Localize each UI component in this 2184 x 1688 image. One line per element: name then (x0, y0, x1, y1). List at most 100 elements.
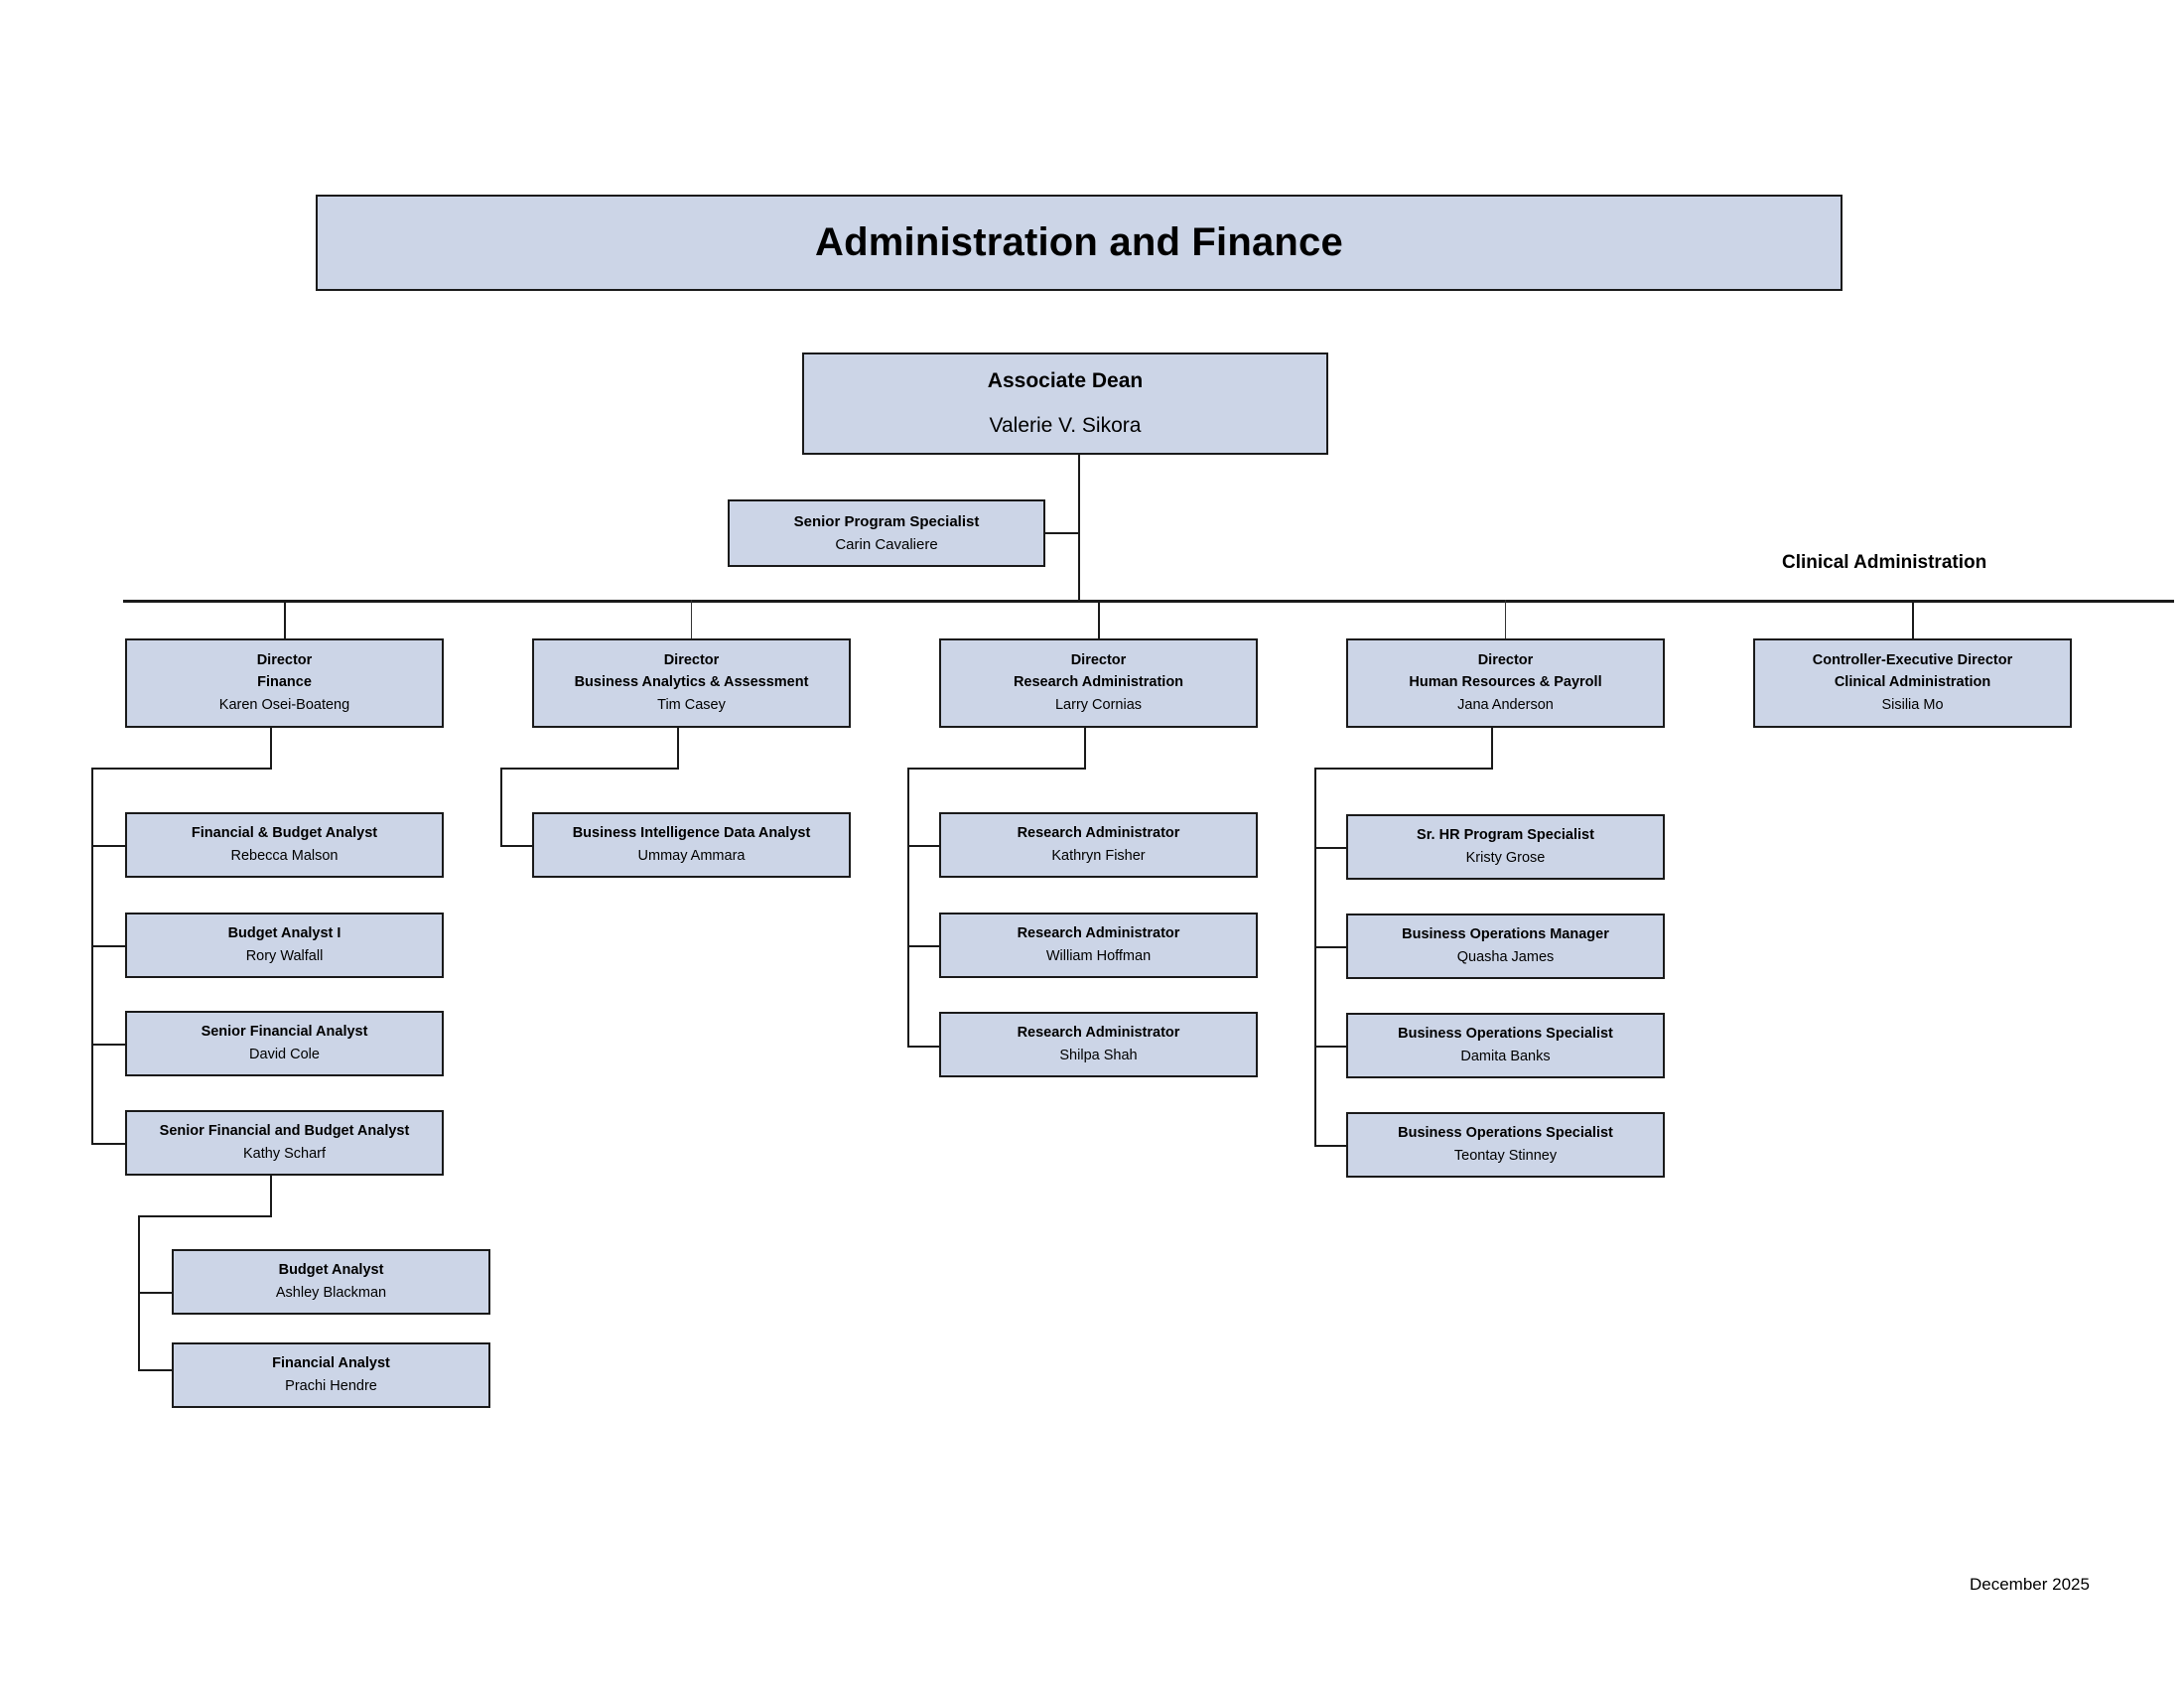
node-title: Director (663, 652, 720, 669)
connector-hr-stub-3 (1314, 1046, 1350, 1048)
node-title: Business Operations Manager (1402, 926, 1609, 943)
node-associate-dean[interactable]: Associate Dean Valerie V. Sikora (802, 352, 1328, 455)
node-title: Business Operations Specialist (1398, 1026, 1613, 1043)
node-director-business-analytics[interactable]: Director Business Analytics & Assessment… (532, 638, 851, 728)
connector-hr-stem (1491, 728, 1493, 770)
node-title: Financial & Budget Analyst (191, 825, 378, 842)
node-unit: Clinical Administration (1834, 674, 1991, 691)
node-research-administrator-3[interactable]: Research Administrator Shilpa Shah (939, 1012, 1258, 1077)
connector-scharf-elbow (138, 1215, 272, 1217)
node-title: Financial Analyst (272, 1355, 390, 1372)
node-unit: Research Administration (1013, 674, 1184, 691)
node-person-name: Kathy Scharf (242, 1145, 326, 1162)
node-person-name: Damita Banks (1460, 1048, 1551, 1064)
node-title: Senior Program Specialist (793, 512, 980, 530)
node-senior-financial-analyst[interactable]: Senior Financial Analyst David Cole (125, 1011, 444, 1076)
connector-finance-stub-3 (91, 1044, 127, 1046)
connector-finance-stub-2 (91, 945, 127, 947)
node-business-operations-specialist-1[interactable]: Business Operations Specialist Damita Ba… (1346, 1013, 1665, 1078)
node-title: Budget Analyst (278, 1262, 384, 1279)
connector-hr-elbow (1314, 768, 1493, 770)
node-person-name: Rebecca Malson (230, 847, 339, 864)
node-business-operations-manager[interactable]: Business Operations Manager Quasha James (1346, 914, 1665, 979)
node-person-name: Karen Osei-Boateng (218, 696, 350, 713)
node-person-name: Quasha James (1456, 948, 1555, 965)
node-person-name: Prachi Hendre (285, 1377, 377, 1394)
node-title: Associate Dean (987, 368, 1144, 392)
connector-ba-spine (500, 768, 502, 847)
connector-hr-spine (1314, 768, 1316, 1147)
node-title: Sr. HR Program Specialist (1417, 827, 1594, 844)
connector-research-stem (1084, 728, 1086, 770)
node-unit: Finance (257, 674, 312, 691)
node-director-human-resources[interactable]: Director Human Resources & Payroll Jana … (1346, 638, 1665, 728)
connector-research-stub-2 (907, 945, 943, 947)
node-person-name: Rory Walfall (245, 947, 324, 964)
node-person-name: Sisilia Mo (1881, 696, 1944, 713)
node-person-name: Kathryn Fisher (1051, 847, 1146, 864)
connector-ba-stub-1 (500, 845, 536, 847)
node-financial-analyst[interactable]: Financial Analyst Prachi Hendre (172, 1342, 490, 1408)
node-title: Budget Analyst I (227, 925, 341, 942)
node-research-administrator-1[interactable]: Research Administrator Kathryn Fisher (939, 812, 1258, 878)
node-budget-analyst-i[interactable]: Budget Analyst I Rory Walfall (125, 913, 444, 978)
node-person-name: Kristy Grose (1465, 849, 1546, 866)
group-label-clinical-administration: Clinical Administration (1782, 552, 1987, 573)
node-title: Senior Financial and Budget Analyst (159, 1123, 410, 1140)
node-business-intelligence-data-analyst[interactable]: Business Intelligence Data Analyst Ummay… (532, 812, 851, 878)
connector-hr-stub-2 (1314, 946, 1350, 948)
connector-scharf-stub-2 (138, 1369, 174, 1371)
node-research-administrator-2[interactable]: Research Administrator William Hoffman (939, 913, 1258, 978)
node-director-research-administration[interactable]: Director Research Administration Larry C… (939, 638, 1258, 728)
node-person-name: Teontay Stinney (1453, 1147, 1558, 1164)
connector-research-stub-1 (907, 845, 943, 847)
node-title: Senior Financial Analyst (201, 1024, 368, 1041)
node-sr-hr-program-specialist[interactable]: Sr. HR Program Specialist Kristy Grose (1346, 814, 1665, 880)
connector-scharf-stem (270, 1176, 272, 1217)
connector-dean-assistant (1045, 532, 1080, 534)
node-person-name: Jana Anderson (1457, 696, 1554, 713)
node-business-operations-specialist-2[interactable]: Business Operations Specialist Teontay S… (1346, 1112, 1665, 1178)
chart-header-box: Administration and Finance (316, 195, 1843, 291)
connector-finance-stem (270, 728, 272, 770)
node-person-name: Carin Cavaliere (835, 535, 938, 553)
node-person-name: Tim Casey (657, 696, 726, 713)
connector-drop-finance (284, 600, 286, 640)
connector-hr-stub-1 (1314, 847, 1350, 849)
node-person-name: William Hoffman (1045, 947, 1152, 964)
connector-director-bus (123, 600, 2174, 603)
node-title: Director (1070, 652, 1127, 669)
node-senior-program-specialist[interactable]: Senior Program Specialist Carin Cavalier… (728, 499, 1045, 567)
node-unit: Business Analytics & Assessment (574, 674, 809, 691)
connector-finance-stub-4 (91, 1143, 127, 1145)
node-title: Controller-Executive Director (1812, 652, 2013, 669)
connector-finance-spine (91, 768, 93, 1145)
connector-drop-clinical (1912, 600, 1914, 640)
connector-research-stub-3 (907, 1046, 943, 1048)
connector-scharf-stub-1 (138, 1292, 174, 1294)
node-title: Director (256, 652, 313, 669)
connector-research-elbow (907, 768, 1086, 770)
node-title: Business Intelligence Data Analyst (572, 825, 811, 842)
node-senior-financial-budget-analyst[interactable]: Senior Financial and Budget Analyst Kath… (125, 1110, 444, 1176)
connector-ba-elbow (500, 768, 679, 770)
node-financial-budget-analyst[interactable]: Financial & Budget Analyst Rebecca Malso… (125, 812, 444, 878)
connector-drop-hr (1505, 600, 1506, 640)
node-person-name: Valerie V. Sikora (989, 413, 1142, 437)
node-budget-analyst[interactable]: Budget Analyst Ashley Blackman (172, 1249, 490, 1315)
node-title: Research Administrator (1017, 1025, 1180, 1042)
connector-ba-stem (677, 728, 679, 770)
date-stamp: December 2025 (1970, 1575, 2090, 1594)
page-title: Administration and Finance (815, 219, 1343, 264)
node-title: Research Administrator (1017, 925, 1180, 942)
node-person-name: Larry Cornias (1054, 696, 1143, 713)
connector-hr-stub-4 (1314, 1145, 1350, 1147)
node-title: Research Administrator (1017, 825, 1180, 842)
node-controller-executive-director-clinical[interactable]: Controller-Executive Director Clinical A… (1753, 638, 2072, 728)
connector-drop-research (1098, 600, 1100, 640)
node-director-finance[interactable]: Director Finance Karen Osei-Boateng (125, 638, 444, 728)
connector-drop-business-analytics (691, 600, 692, 640)
node-unit: Human Resources & Payroll (1409, 674, 1602, 691)
node-person-name: David Cole (249, 1046, 320, 1062)
